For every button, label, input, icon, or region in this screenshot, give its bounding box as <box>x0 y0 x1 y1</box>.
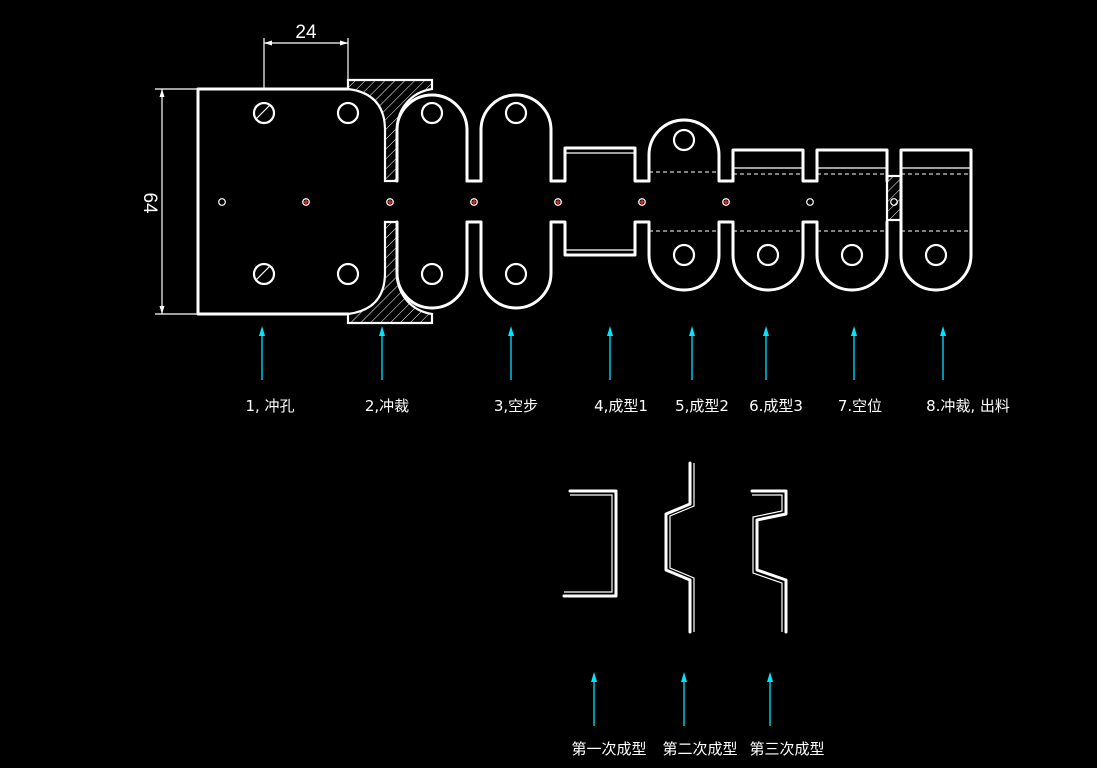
pilot-holes <box>218 198 898 206</box>
pilot-hole <box>554 198 562 206</box>
arrow <box>591 672 597 726</box>
station-6-forming-3 <box>731 148 819 292</box>
arrow <box>681 672 687 726</box>
station-label-2: 2,冲裁 <box>365 397 409 415</box>
station-labels: 1, 冲孔 2,冲裁 3,空步 4,成型1 5,成型2 6.成型3 7.空位 8… <box>245 397 1009 415</box>
station-arrows <box>259 326 946 380</box>
pitch-dimension-label: 24 <box>295 22 317 43</box>
station-7-idle <box>815 148 889 292</box>
station-label-8: 8.冲裁, 出料 <box>926 397 1010 415</box>
station-label-5: 5,成型2 <box>675 397 729 415</box>
forming-profile-1 <box>562 489 618 598</box>
pilot-hole <box>218 198 226 206</box>
station-label-3: 3,空步 <box>494 397 538 415</box>
forming-profile-2 <box>664 461 695 634</box>
arrow <box>689 326 695 380</box>
pitch-dimension: 24 <box>263 22 349 88</box>
station-2-blanking <box>336 78 434 325</box>
pilot-hole <box>470 198 478 206</box>
arrow <box>940 326 946 380</box>
station-label-4: 4,成型1 <box>594 397 648 415</box>
forming-labels: 第一次成型 第二次成型 第三次成型 <box>571 740 824 758</box>
station-label-7: 7.空位 <box>838 397 882 415</box>
station-label-6: 6.成型3 <box>749 397 803 415</box>
pilot-hole <box>302 198 310 206</box>
station-8-blanking-output <box>885 148 973 292</box>
pilot-hole <box>638 198 646 206</box>
pilot-hole <box>386 198 394 206</box>
forming-label-3: 第三次成型 <box>749 740 824 758</box>
width-dimension-label: 64 <box>139 192 160 214</box>
width-dimension: 64 <box>139 88 198 315</box>
forming-arrows <box>591 672 773 726</box>
blanked-lobes <box>395 93 553 310</box>
station-5-forming-2 <box>647 118 735 292</box>
forming-label-1: 第一次成型 <box>571 740 646 758</box>
arrow <box>851 326 857 380</box>
arrow <box>259 326 265 380</box>
station-1-punching <box>196 87 350 316</box>
arrow <box>508 326 514 380</box>
pilot-hole <box>806 198 814 206</box>
arrow <box>607 326 613 380</box>
arrow <box>379 326 385 380</box>
station-label-1: 1, 冲孔 <box>245 397 294 415</box>
pilot-hole <box>890 198 898 206</box>
pilot-hole <box>722 198 730 206</box>
arrow <box>767 672 773 726</box>
station-4-forming-1 <box>549 146 651 257</box>
forming-label-2: 第二次成型 <box>662 740 737 758</box>
forming-profile-3 <box>750 489 788 634</box>
arrow <box>763 326 769 380</box>
